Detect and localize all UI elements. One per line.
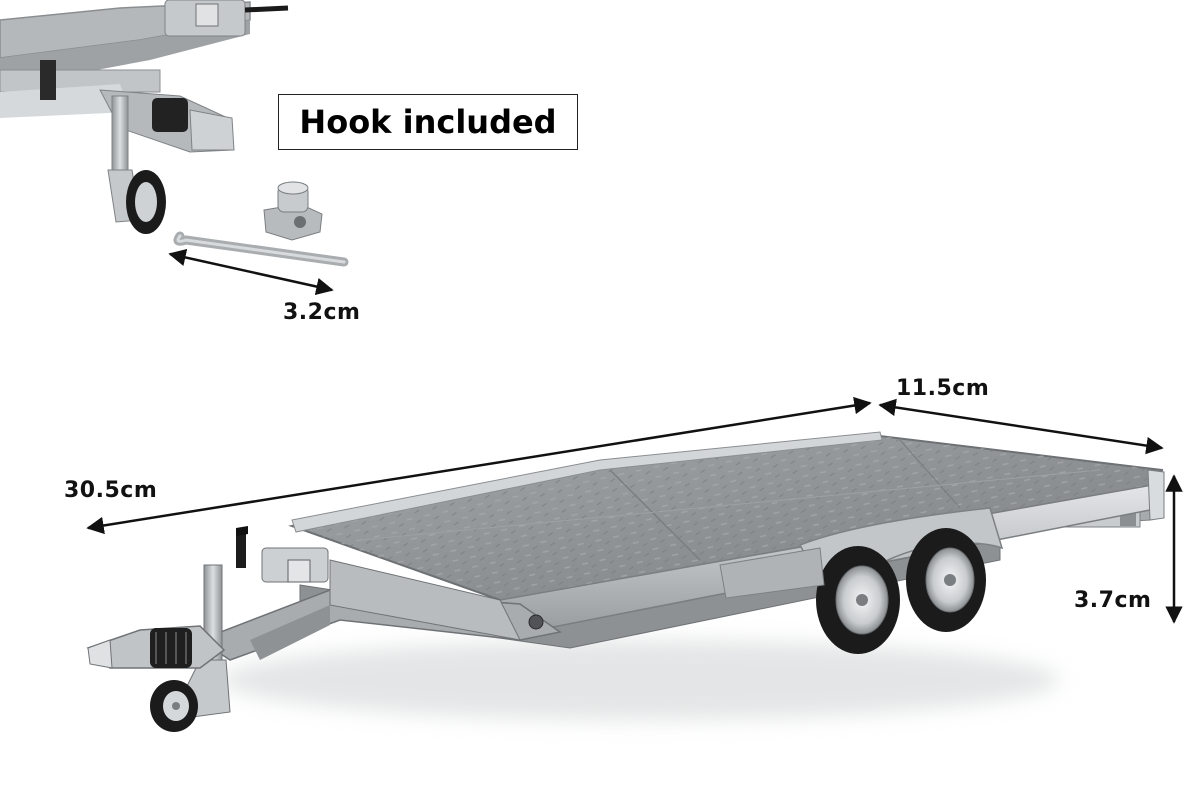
width-arrow	[878, 398, 1164, 455]
wheel-front	[816, 546, 900, 654]
hook-length-arrow	[168, 248, 334, 296]
height-label: 3.7cm	[1074, 588, 1152, 613]
hook-included-callout: Hook included	[278, 94, 578, 150]
car-trailer-model	[86, 431, 1165, 732]
hitch-closeup-inset	[0, 0, 349, 267]
length-label: 30.5cm	[64, 478, 158, 503]
width-label: 11.5cm	[896, 376, 990, 401]
length-arrow	[86, 396, 872, 535]
wheel-rear	[906, 528, 986, 632]
jockey-wheel	[150, 680, 198, 732]
hook-length-label: 3.2cm	[283, 300, 361, 325]
